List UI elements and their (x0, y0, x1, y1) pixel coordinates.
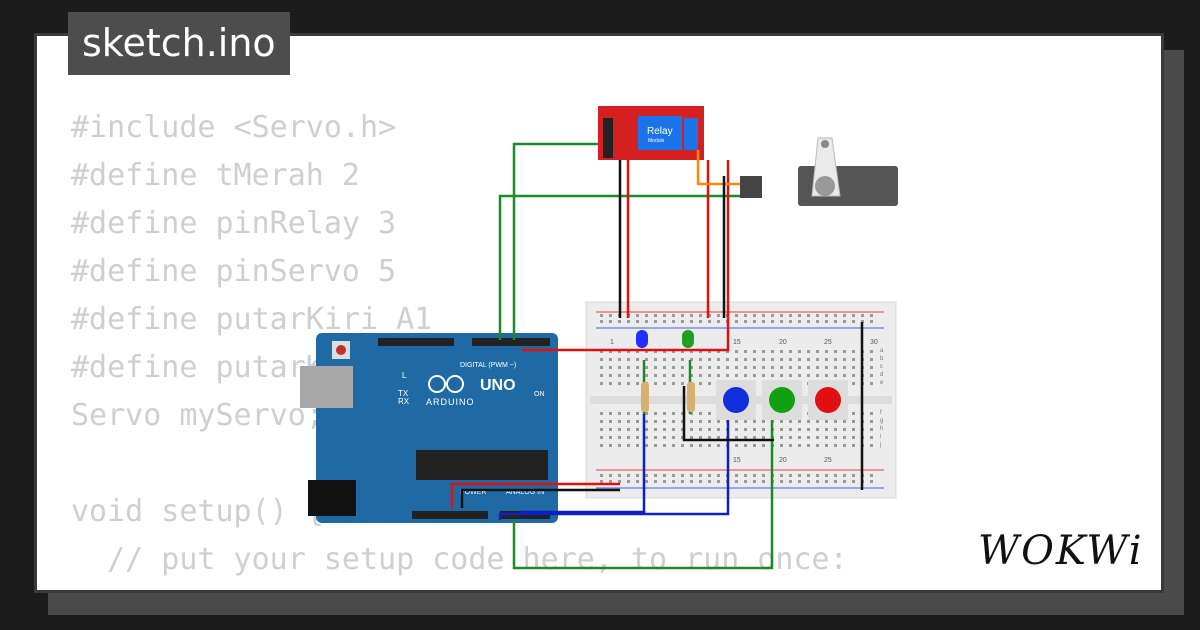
on-label: ON (534, 391, 545, 398)
row-letter: i (880, 434, 881, 440)
pushbutton-red[interactable] (808, 380, 848, 420)
code-line: #define pinServo 5 (71, 254, 397, 289)
led-blue[interactable] (636, 330, 648, 348)
col-number: 25 (824, 457, 832, 464)
col-number: 25 (824, 339, 832, 346)
analog-header-label: ANALOG IN (506, 489, 544, 496)
col-number: 15 (733, 457, 741, 464)
relay-sub-label: Module (648, 138, 665, 144)
row-letter: f (880, 410, 882, 416)
code-line: #define putarKiri A1 (71, 302, 433, 337)
sketch-title[interactable]: sketch.ino (68, 12, 290, 75)
led-green[interactable] (682, 330, 694, 348)
code-line: #include <Servo.h> (71, 110, 397, 145)
col-number: 15 (733, 339, 741, 346)
code-line: Servo myServo; (71, 398, 324, 433)
digital-label: DIGITAL (PWM ~) (460, 362, 516, 369)
arduino-brand-label: ARDUINO (426, 397, 475, 407)
code-preview: #include <Servo.h> #define tMerah 2 #defin… (71, 104, 848, 590)
power-header-label: POWER (460, 489, 486, 496)
col-number: 20 (779, 457, 787, 464)
row-letter: b (880, 356, 884, 362)
row-letter: a (880, 348, 884, 354)
row-letter: e (880, 380, 884, 386)
servo-connector (740, 176, 762, 198)
pushbutton-blue[interactable] (716, 380, 756, 420)
l-led-label: L (402, 371, 407, 380)
row-letter: g (880, 418, 883, 424)
usb-port (300, 366, 353, 408)
col-number: 30 (870, 339, 878, 346)
row-letter: c (880, 364, 883, 370)
microcontroller-chip (416, 450, 548, 480)
code-line: #define pinRelay 3 (71, 206, 397, 241)
arduino-infinity-logo (428, 375, 446, 393)
arduino-uno-board[interactable]: DIGITAL (PWM ~) L TX RX ON UNO ARDUINO P… (300, 333, 558, 523)
row-letter: j (879, 442, 881, 448)
uno-model-label: UNO (480, 377, 516, 394)
tx-label: TX (398, 389, 409, 398)
wires (450, 142, 864, 570)
resistor (641, 382, 695, 412)
power-jack (308, 480, 356, 516)
row-letter: h (880, 426, 883, 432)
relay-module[interactable]: Relay Module (598, 106, 704, 160)
pushbutton-green[interactable] (762, 380, 802, 420)
col-number: 1 (610, 339, 614, 346)
col-number: 20 (779, 339, 787, 346)
code-line: // put your setup code here, to run once… (71, 542, 848, 577)
row-letter: d (880, 372, 883, 378)
rx-label: RX (398, 397, 410, 406)
code-line: void setup() { (71, 494, 324, 529)
wokwi-logo: WOKWi (978, 528, 1144, 574)
servo-motor[interactable] (740, 137, 898, 206)
code-line: #define tMerah 2 (71, 158, 360, 193)
relay-label: Relay (647, 126, 673, 137)
